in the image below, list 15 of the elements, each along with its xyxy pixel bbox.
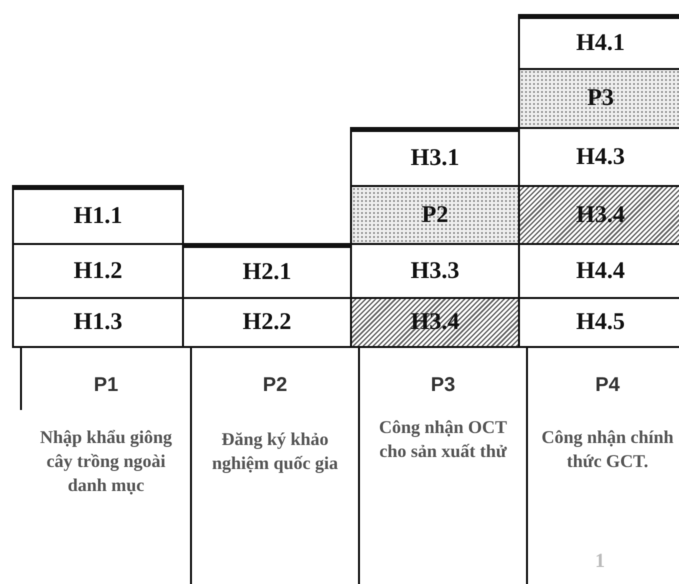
stage-description: Công nhận OCT cho sản xuất thử — [378, 416, 508, 463]
column-heading: P3 — [430, 374, 456, 397]
stage-description: Công nhận chính thức GCT. — [540, 426, 675, 473]
shaded-cell: P2 — [350, 185, 520, 245]
column-heading: P1 — [92, 374, 120, 397]
grid-cell: H1.1 — [12, 185, 184, 245]
column-heading: P4 — [594, 374, 621, 397]
grid-cell: H3.1 — [350, 127, 520, 187]
page-number: 1 — [595, 550, 605, 573]
column-heading: P2 — [262, 374, 288, 397]
grid-cell: H4.1 — [518, 14, 679, 70]
grid-cell: H1.3 — [12, 297, 184, 348]
stage-description: Nhập khẩu giông cây trồng ngoài danh mục — [38, 426, 174, 497]
shaded-cell: P3 — [518, 68, 679, 129]
stage-description: Đăng ký khảo nghiệm quốc gia — [210, 428, 340, 475]
